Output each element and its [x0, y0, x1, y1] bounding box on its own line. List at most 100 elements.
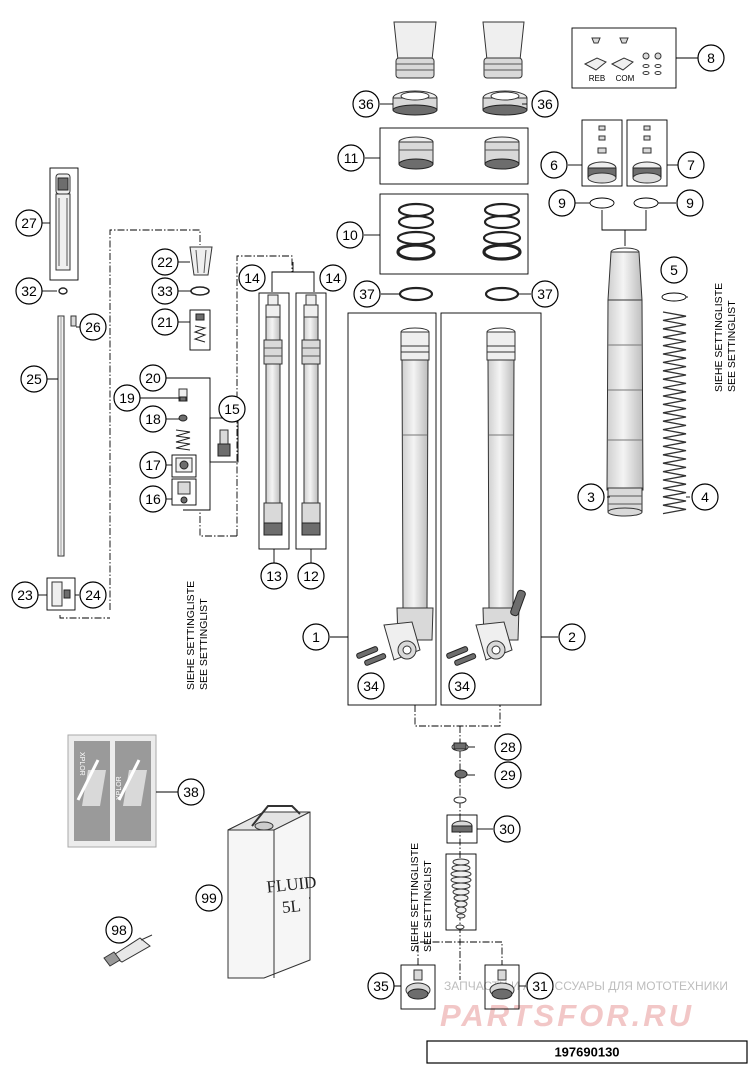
fluid-can-line2: 5L: [281, 896, 302, 917]
callout-36-left[interactable]: 36: [352, 90, 380, 118]
leader-lines: [38, 57, 698, 987]
callout-10[interactable]: 10: [336, 221, 364, 249]
callout-34-right[interactable]: 34: [448, 672, 476, 700]
callout-17[interactable]: 17: [139, 451, 167, 479]
piston-30: [451, 820, 473, 833]
callout-33[interactable]: 33: [151, 277, 179, 305]
callout-22[interactable]: 22: [151, 248, 179, 276]
decal-left-text: XPLOR: [78, 752, 85, 776]
callout-15[interactable]: 15: [218, 395, 246, 423]
svg-text:15: 15: [224, 401, 240, 417]
part-16-box: [171, 478, 197, 506]
o-ring-left: [398, 286, 434, 302]
svg-text:31: 31: [532, 978, 548, 994]
svg-text:36: 36: [358, 96, 374, 112]
fork-cap-right: [632, 125, 662, 184]
callout-32[interactable]: 32: [15, 277, 43, 305]
svg-text:10: 10: [342, 227, 358, 243]
callout-12[interactable]: 12: [297, 562, 325, 590]
callout-20[interactable]: 20: [139, 364, 167, 392]
tool-box: [49, 167, 79, 281]
leader-rod-end: [59, 615, 110, 619]
part-16: [177, 481, 191, 504]
part-33: [190, 286, 210, 296]
callout-37-left[interactable]: 37: [353, 280, 381, 308]
callout-9-right[interactable]: 9: [676, 189, 704, 217]
callout-11[interactable]: 11: [337, 144, 365, 172]
grease-tube: [103, 934, 153, 967]
callout-5[interactable]: 5: [660, 256, 688, 284]
outer-tube-box-left: [347, 312, 437, 706]
callout-23[interactable]: 23: [11, 581, 39, 609]
svg-text:19: 19: [119, 390, 135, 406]
fork-leg-left: [356, 327, 434, 666]
callout-37-right[interactable]: 37: [531, 280, 559, 308]
spring-washer: [661, 292, 687, 302]
callout-2[interactable]: 2: [558, 623, 586, 651]
callout-34-left[interactable]: 34: [357, 672, 385, 700]
callout-98[interactable]: 98: [105, 916, 133, 944]
callout-6[interactable]: 6: [540, 151, 568, 179]
callout-21[interactable]: 21: [151, 308, 179, 336]
base-valve-box-left: [400, 964, 436, 1010]
svg-text:37: 37: [359, 286, 375, 302]
svg-text:11: 11: [344, 150, 359, 166]
nut-29: [454, 769, 468, 779]
callout-27[interactable]: 27: [15, 209, 43, 237]
part-18: [178, 414, 188, 422]
svg-text:13: 13: [266, 568, 282, 584]
callout-38[interactable]: 38: [177, 778, 205, 806]
seal-kit-left: [396, 202, 436, 261]
damper-rod: [57, 315, 77, 557]
callout-24[interactable]: 24: [79, 581, 107, 609]
callout-31[interactable]: 31: [526, 972, 554, 1000]
watermark-line2: PARTSFOR.RU: [440, 998, 694, 1033]
inner-tube-12: [301, 294, 321, 536]
seal-kit-right: [482, 202, 522, 261]
callout-7[interactable]: 7: [677, 151, 705, 179]
callout-1[interactable]: 1: [302, 623, 330, 651]
callout-9-left[interactable]: 9: [548, 189, 576, 217]
shim-stack-box: [445, 853, 477, 931]
svg-text:14: 14: [244, 270, 260, 286]
callout-14-right[interactable]: 14: [319, 264, 347, 292]
fork-cap-box-left: [581, 119, 623, 187]
callout-3[interactable]: 3: [577, 483, 605, 511]
svg-text:3: 3: [587, 489, 595, 505]
rod-end: [51, 581, 71, 607]
callout-19[interactable]: 19: [113, 384, 141, 412]
watermark: ЗАПЧАСТИ И АКСЕССУАРЫ ДЛЯ МОТОТЕХНИКИ PA…: [440, 979, 728, 1033]
base-valve-35: [405, 969, 431, 1000]
callout-99[interactable]: 99: [195, 884, 223, 912]
callout-4[interactable]: 4: [691, 483, 719, 511]
callout-35[interactable]: 35: [367, 972, 395, 1000]
o-ring-9-left: [589, 197, 615, 209]
callout-26[interactable]: 26: [79, 313, 107, 341]
fork-protector-right: [482, 21, 525, 79]
svg-text:30: 30: [499, 821, 515, 837]
callout-14-left[interactable]: 14: [238, 264, 266, 292]
svg-text:6: 6: [550, 157, 558, 173]
callout-16[interactable]: 16: [139, 485, 167, 513]
washer: [453, 796, 467, 804]
callout-25[interactable]: 25: [20, 365, 48, 393]
svg-text:29: 29: [500, 767, 516, 783]
leader-base-valves: [417, 941, 503, 965]
part-19: [178, 388, 188, 402]
svg-text:20: 20: [145, 370, 161, 386]
leader-caps-to-cartridge: [601, 210, 647, 231]
callout-36-right[interactable]: 36: [531, 90, 559, 118]
damper-cartridge: [606, 247, 644, 517]
base-valve-box-right: [484, 964, 520, 1010]
base-valve-31: [489, 969, 515, 1000]
callout-28[interactable]: 28: [494, 733, 522, 761]
callout-30[interactable]: 30: [493, 815, 521, 843]
callout-29[interactable]: 29: [494, 761, 522, 789]
rod-end-box: [46, 577, 76, 611]
callout-13[interactable]: 13: [260, 562, 288, 590]
leader-damper-rod: [109, 229, 201, 610]
part-18-spring: [175, 429, 191, 451]
tool-27: [55, 173, 71, 271]
callout-18[interactable]: 18: [139, 405, 167, 433]
callout-8[interactable]: 8: [697, 44, 725, 72]
